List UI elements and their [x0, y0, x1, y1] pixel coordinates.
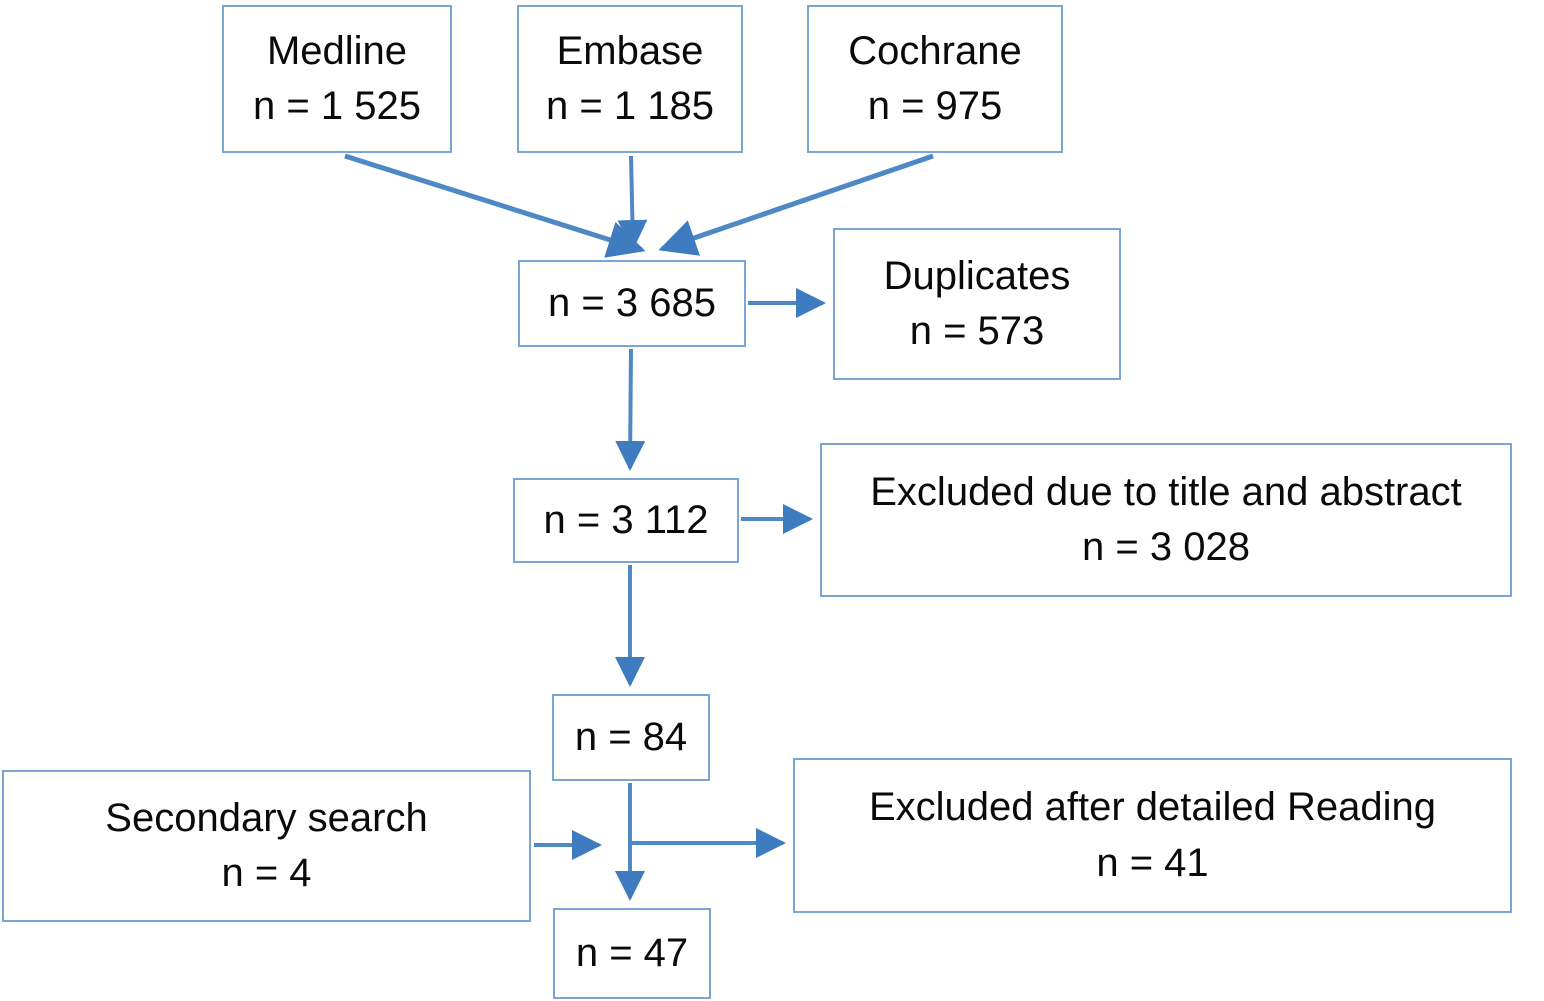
node-embase: Embase n = 1 185 — [517, 5, 743, 153]
node-excluded-title-abstract-label: Excluded due to title and abstract — [870, 469, 1462, 514]
node-secondary-search-count: n = 4 — [221, 851, 312, 895]
node-excluded-title-abstract-count: n = 3 028 — [1082, 525, 1250, 569]
node-duplicates: Duplicates n = 573 — [833, 228, 1121, 380]
arrow-embase-to-combined — [617, 155, 648, 250]
node-after-duplicates: n = 3 112 — [513, 478, 739, 563]
node-after-screening-count: n = 84 — [574, 714, 688, 759]
node-included: n = 47 — [553, 908, 711, 999]
arrow-medline-to-combined — [344, 153, 646, 258]
node-medline-count: n = 1 525 — [253, 84, 421, 128]
node-embase-label: Embase — [556, 28, 704, 73]
node-combined-count: n = 3 685 — [548, 280, 716, 325]
node-after-duplicates-count: n = 3 112 — [543, 497, 709, 542]
node-secondary-search: Secondary search n = 4 — [2, 770, 531, 922]
node-excluded-detailed-reading-label: Excluded after detailed Reading — [868, 785, 1437, 830]
node-included-count: n = 47 — [575, 930, 689, 975]
arrow-cochrane-to-combined — [658, 153, 934, 256]
node-embase-count: n = 1 185 — [546, 84, 714, 128]
node-cochrane: Cochrane n = 975 — [807, 5, 1063, 153]
node-excluded-title-abstract: Excluded due to title and abstract n = 3… — [820, 443, 1512, 597]
node-duplicates-count: n = 573 — [909, 309, 1045, 353]
node-cochrane-count: n = 975 — [867, 84, 1003, 128]
node-medline: Medline n = 1 525 — [222, 5, 452, 153]
node-cochrane-label: Cochrane — [848, 28, 1022, 73]
node-medline-label: Medline — [266, 28, 408, 73]
node-secondary-search-label: Secondary search — [105, 795, 428, 840]
node-excluded-detailed-reading: Excluded after detailed Reading n = 41 — [793, 758, 1512, 913]
node-combined: n = 3 685 — [518, 260, 746, 347]
node-excluded-detailed-reading-count: n = 41 — [1096, 840, 1209, 885]
arrow-combined-to-after-duplicates — [615, 348, 646, 471]
node-after-screening: n = 84 — [552, 694, 710, 781]
node-duplicates-label: Duplicates — [883, 253, 1071, 298]
